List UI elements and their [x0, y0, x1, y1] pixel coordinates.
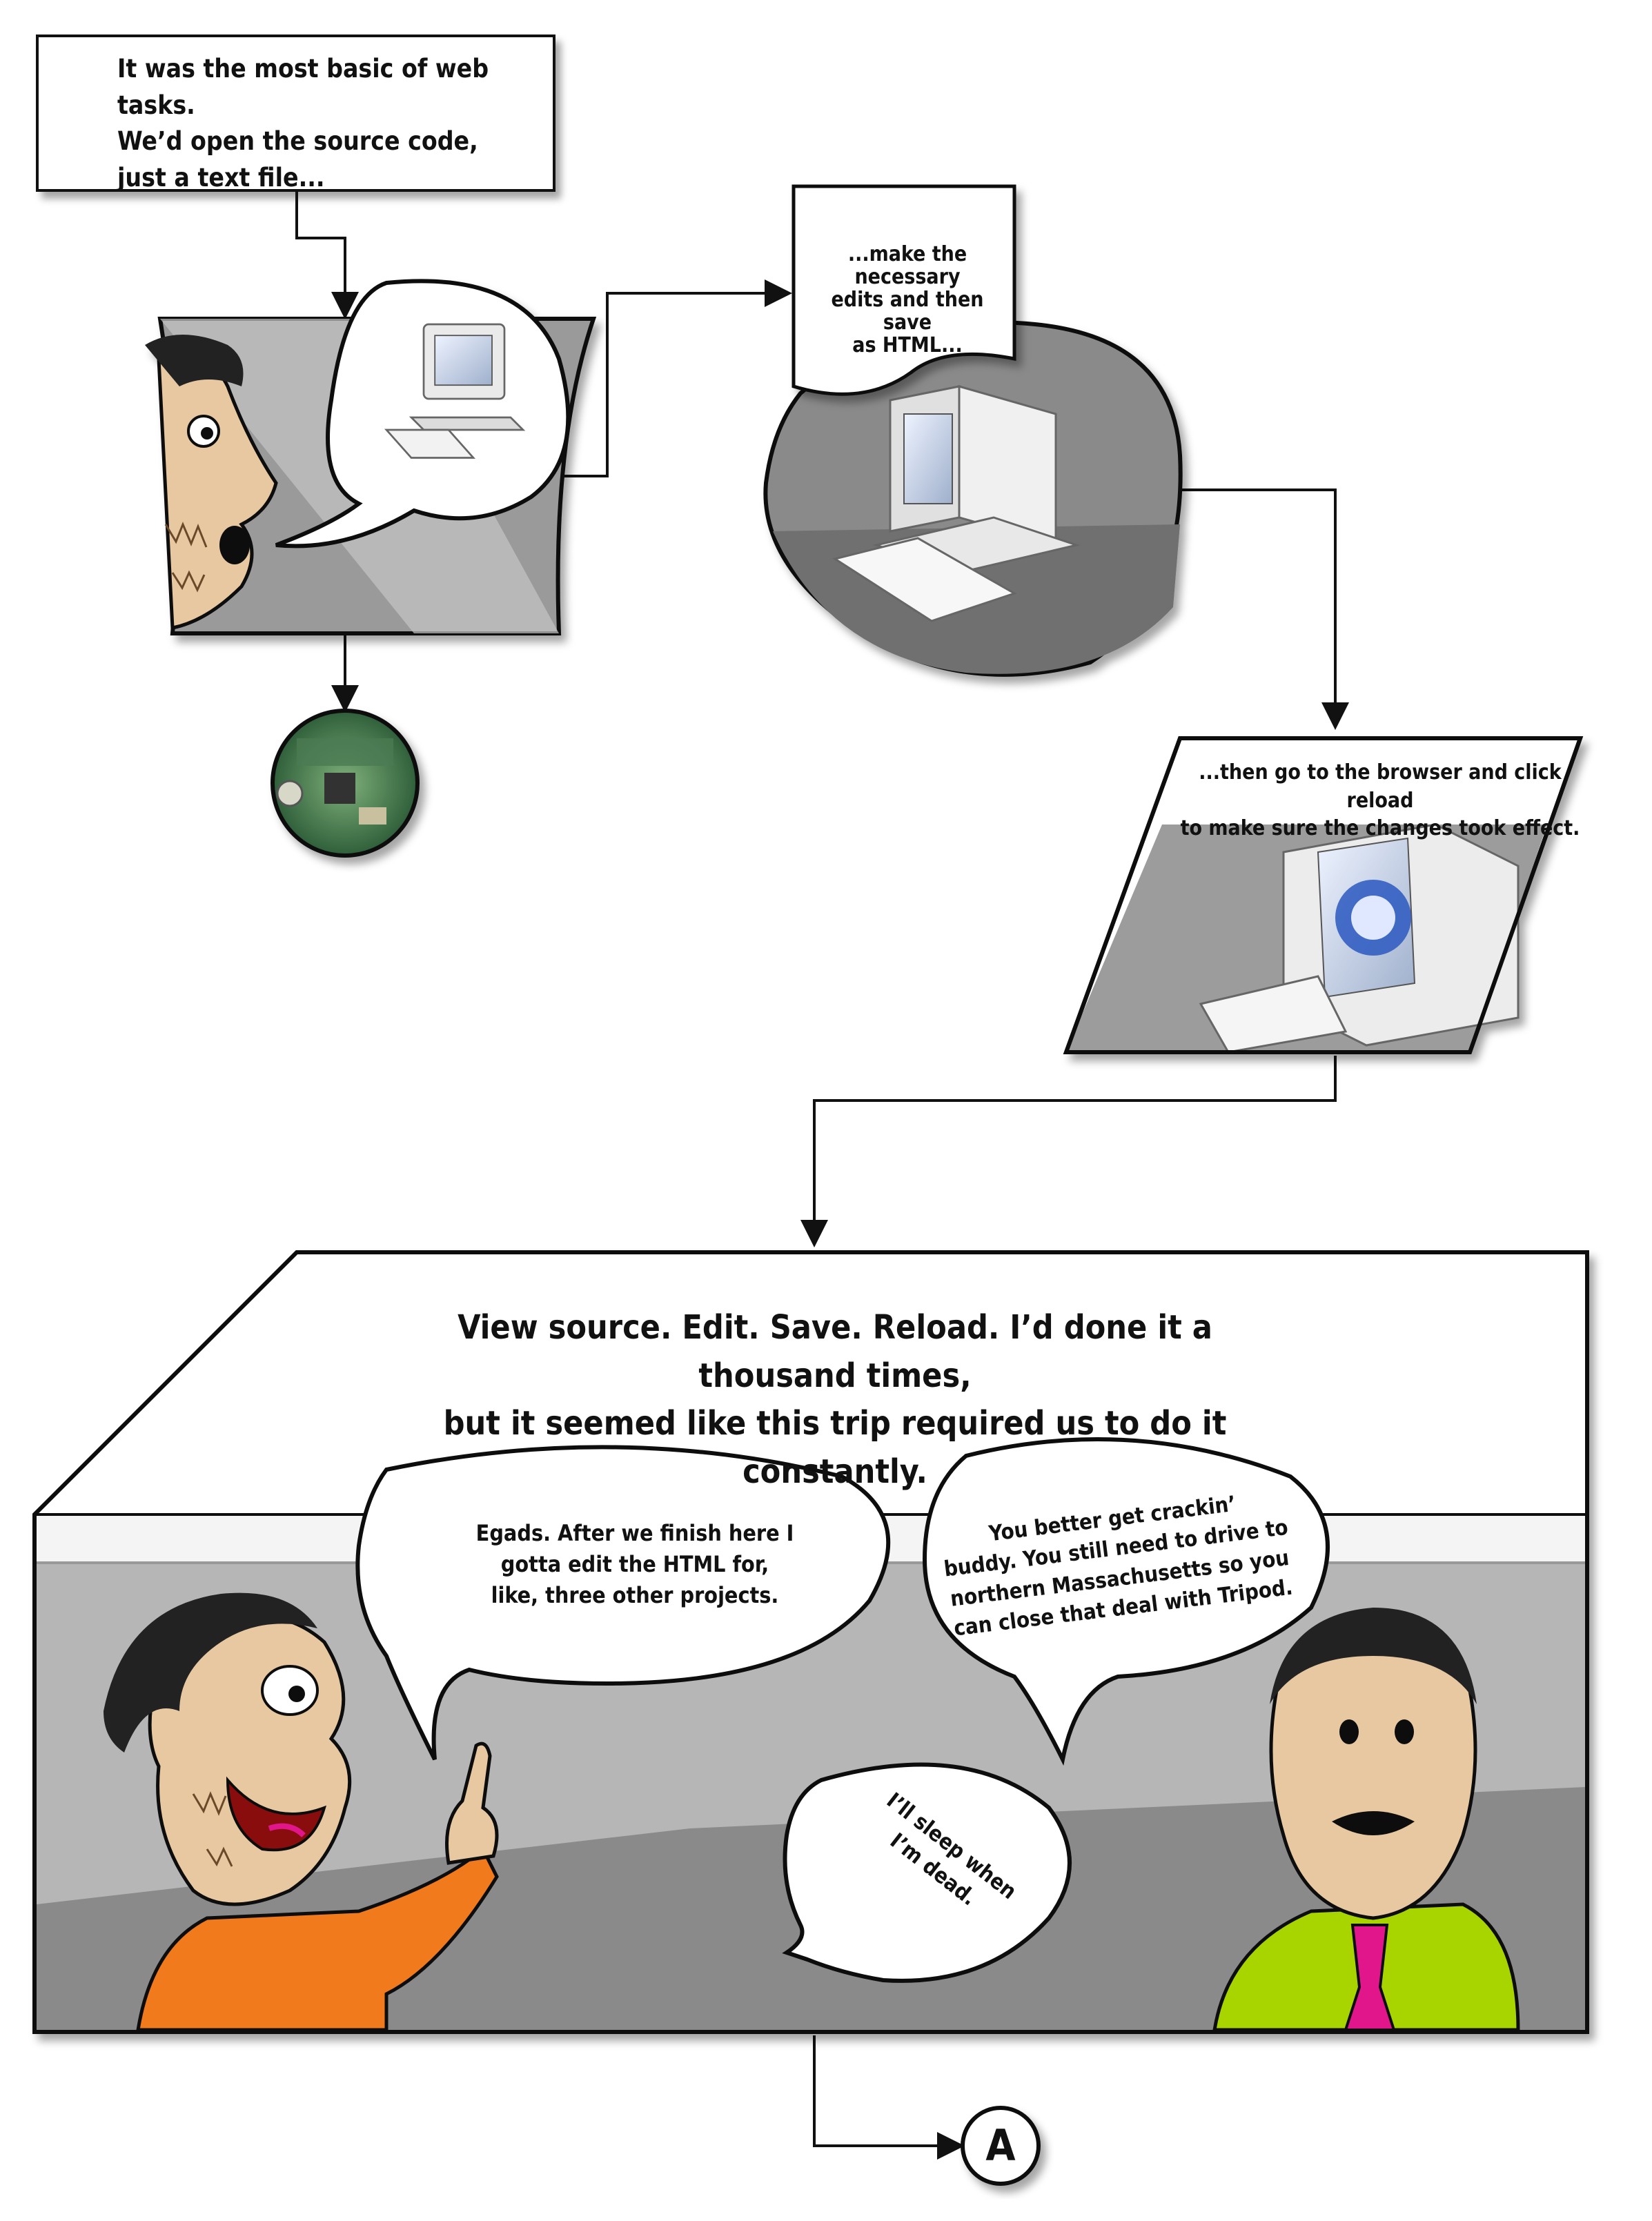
speech-bubble-reply — [782, 1762, 1072, 1983]
right-character — [1212, 1608, 1520, 2032]
panel-office-scene — [32, 1250, 1589, 2034]
connector-a-circle — [961, 2106, 1041, 2186]
left-character — [104, 1592, 499, 2032]
panel-man-thinking — [145, 279, 597, 635]
speech-bubble-left — [355, 1445, 891, 1761]
edit-caption-box — [791, 184, 1016, 396]
intro-caption: It was the most basic of web tasks. We’d… — [117, 54, 489, 193]
connector-a-label: A — [985, 2120, 1016, 2171]
reload-caption: ...then go to the browser and click relo… — [1180, 760, 1580, 840]
speech-bubble-right — [922, 1437, 1330, 1766]
edit-caption: ...make the necessary edits and then sav… — [831, 242, 984, 357]
main-caption: View source. Edit. Save. Reload. I’d don… — [443, 1308, 1227, 1491]
intro-caption-box — [36, 34, 555, 192]
panel-browser-computer — [1063, 736, 1584, 1054]
circuit-board-image — [271, 709, 420, 858]
flow-arrows — [295, 190, 1349, 2160]
panel-edit-computer — [763, 320, 1183, 677]
left-speech-text: Egads. After we finish here I gotta edit… — [475, 1520, 794, 1608]
